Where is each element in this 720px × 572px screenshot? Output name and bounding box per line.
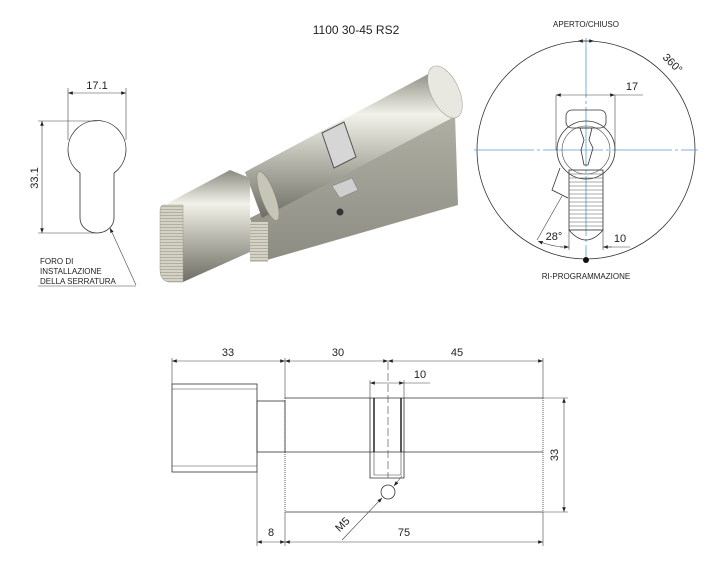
note-leader bbox=[109, 227, 137, 286]
cam-slot-width-label: 10 bbox=[414, 369, 426, 381]
cam-width-label: 10 bbox=[614, 233, 626, 245]
knob-neck bbox=[256, 400, 286, 453]
reprogramming-dot bbox=[583, 257, 589, 263]
inner-length-label: 30 bbox=[332, 347, 344, 359]
aperto-chiuso-label: APERTO/CHIUSO bbox=[553, 20, 619, 29]
thumb-turn-knob bbox=[171, 383, 258, 473]
neck-length-label: 8 bbox=[268, 527, 274, 539]
keyhole-height-label: 33.1 bbox=[29, 167, 41, 188]
outer-length-label: 45 bbox=[451, 347, 463, 359]
side-view: 33 30 45 10 33 8 75 M5 bbox=[171, 347, 568, 546]
rotation-angle-label: 360° bbox=[660, 52, 685, 77]
keyhole-outline bbox=[67, 120, 127, 234]
body-height-label: 33 bbox=[549, 449, 561, 461]
cam-slot bbox=[369, 398, 405, 479]
cam-angle-label: 28° bbox=[546, 231, 563, 243]
knob-length-label: 33 bbox=[222, 347, 234, 359]
cam-blade bbox=[568, 169, 604, 231]
core-width-label: 17 bbox=[626, 81, 638, 93]
body-length-label: 75 bbox=[398, 527, 410, 539]
rotation-view: APERTO/CHIUSO 360° 17 28° 10 RI-PROGRAMM… bbox=[474, 20, 698, 281]
note-line-2: INSTALLAZIONE bbox=[40, 267, 102, 276]
note-line-1: FORO DI bbox=[40, 257, 73, 266]
screw-hole bbox=[380, 484, 396, 500]
drawing-title: 1100 30-45 RS2 bbox=[313, 23, 400, 37]
keyhole-width-label: 17.1 bbox=[86, 80, 107, 92]
note-line-3: DELLA SERRATURA bbox=[40, 277, 117, 286]
keyhole-view: 17.1 33.1 FORO DI INSTALLAZIONE DELLA SE… bbox=[29, 80, 137, 287]
cylinder-3d-render bbox=[159, 65, 463, 283]
reprogramming-label: RI-PROGRAMMAZIONE bbox=[542, 272, 630, 281]
